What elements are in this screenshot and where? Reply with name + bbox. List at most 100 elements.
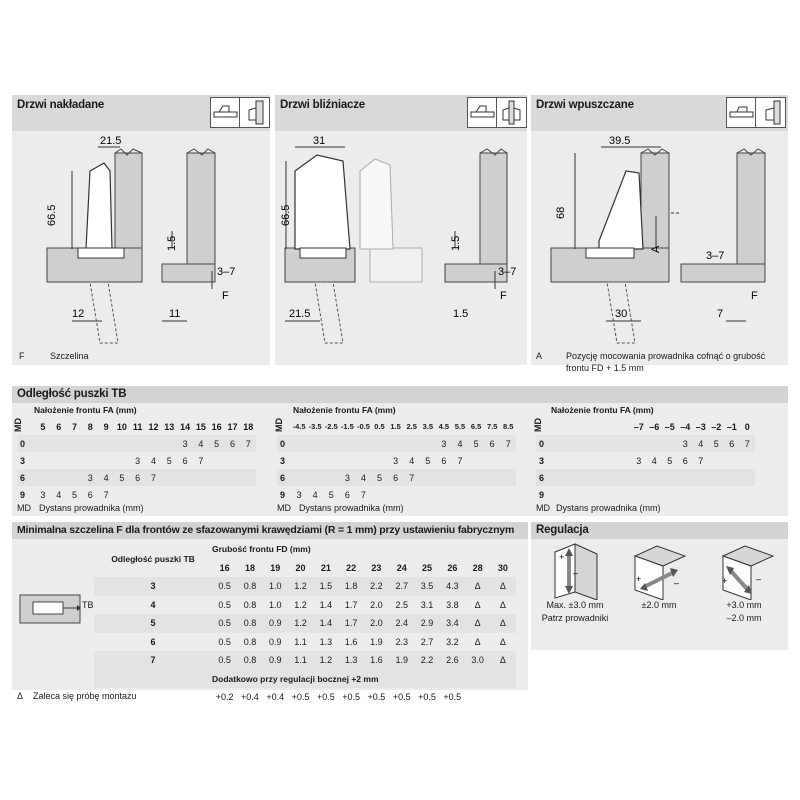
twin-thumb-icon-1 [467,97,498,128]
t3-cell [662,469,678,486]
t2-cell [291,452,307,469]
fgap-cell: 1.2 [287,614,314,633]
fgap-cell: 2.7 [389,577,415,596]
fgap-extra-head: Dodatkowo przy regulacji bocznej +2 mm [212,669,516,688]
t1-cell [208,469,225,486]
t1-col-head: 5 [40,421,46,432]
tb1-md-note: Dystans prowadnika (mm) [39,503,144,513]
t1-cell [66,435,83,452]
fgap-cell: 2.2 [363,577,390,596]
t1-cell: 3 [177,435,193,452]
t3-cell [740,486,756,503]
t1-cell [177,486,193,503]
fgap-cell: 3.2 [446,636,459,647]
t2-cell [403,435,420,452]
fgap-cell: 1.6 [344,636,358,647]
twin-dim-215: 21.5 [289,308,310,320]
t1-cell [192,469,209,486]
t3-cell [631,469,647,486]
fgap-col-head: 22 [346,562,357,573]
t1-cell: 6 [224,435,241,452]
fgap-cell: 1.2 [313,651,339,670]
t1-cell [82,452,98,469]
fgap-cell: 0.8 [237,577,263,596]
t1-cell: 7 [103,489,109,500]
t1-cell: 5 [71,489,77,500]
t2-col-head: 5.5 [454,422,466,431]
t2-cell: 7 [403,469,420,486]
twin-door-drawing: 31 66.5 1.5 3–7 F 21.5 1.5 [280,135,516,344]
t3-cell: 6 [682,455,688,466]
t1-col-head: 7 [71,421,77,432]
overlay-thumb-icon-1 [210,97,241,128]
t2-cell [419,469,436,486]
fgap-extra-cell: +0.5 [316,692,335,703]
t1-cell: 6 [129,469,146,486]
t2-cell [451,469,469,486]
t2-cell [307,452,323,469]
svg-text:–: – [573,568,578,578]
t1-cell: 5 [113,469,130,486]
t1-cell: 4 [98,469,114,486]
t2-cell [307,435,324,452]
t2-col-head: -0.5 [356,422,370,431]
fgap-cell: 2.0 [370,599,383,610]
fgap-cell: 0.8 [243,599,257,610]
fgap-col-head: 23 [371,562,382,573]
t3-cell [709,486,725,503]
svg-text:–: – [674,578,679,588]
fgap-cell: 0.5 [218,599,231,610]
fgap-cell: 1.4 [319,599,333,610]
t2-cell: 6 [344,489,350,500]
t1-col-head: 14 [180,421,191,432]
t3-cell [693,486,709,503]
t2-cell: 6 [441,455,447,466]
t1-row-label: 6 [17,469,35,486]
overlay-dim-12: 12 [72,308,84,320]
reg-height-icon: + – [721,545,775,600]
t3-row-label: 6 [536,469,631,486]
t2-cell [291,435,308,452]
fgap-extra-head-row: Dodatkowo przy regulacji bocznej +2 mm [94,669,516,688]
t3-cell [740,452,756,469]
t1-cell [177,469,193,486]
t3-cell [709,452,725,469]
hinge-title-overlay: Drzwi nakładane [17,99,105,111]
t1-cell [129,435,146,452]
fgap-extra-cell [465,688,490,707]
t3-cell [724,469,740,486]
t2-cell: 5 [425,455,431,466]
fgap-col-head: 19 [270,562,281,573]
t2-cell [468,452,484,469]
t1-cell [145,435,162,452]
t1-col-head: 11 [132,421,143,432]
fgap-cell: 1.5 [313,577,339,596]
overlay-dim-height: 66.5 [46,205,58,226]
fgap-cell: 1.8 [338,577,364,596]
fgap-extra-cell: +0.4 [266,692,285,703]
fgap-cell: 1.7 [338,614,364,633]
fgap-col-head: 21 [320,562,331,573]
t2-col-head: 0.5 [374,422,385,431]
t1-row-label: 9 [20,489,26,500]
t2-cell [484,486,500,503]
svg-text:+: + [559,552,564,562]
twin-dim-width: 31 [313,135,325,147]
fgap-cell: Δ [490,577,516,596]
t2-cell [371,486,387,503]
fgap-col-head: 16 [219,562,230,573]
t3-row-label: 9 [539,489,545,500]
fgap-cell: 1.2 [287,577,314,596]
t3-cell: 7 [739,435,755,452]
fgap-cell: 0.5 [212,651,238,670]
t1-col-head: 12 [148,421,159,432]
twin-dim-15: 1.5 [450,236,462,251]
inset-dim-a: A [650,245,662,253]
